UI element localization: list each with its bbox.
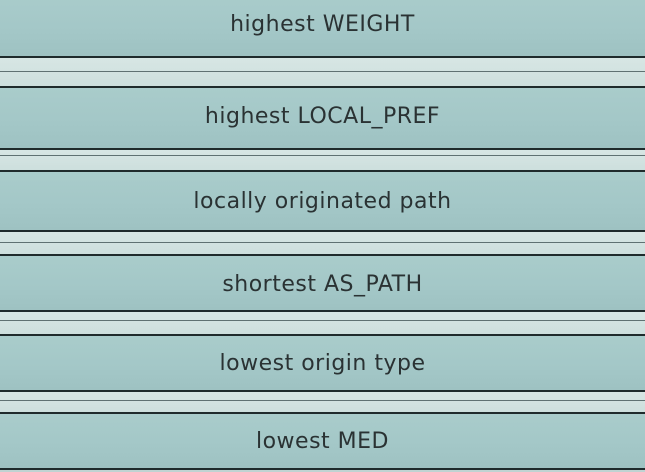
step-label: lowest MED [255, 429, 389, 454]
row-separator [0, 58, 645, 86]
separator-line [0, 155, 645, 156]
row-separator [0, 232, 645, 254]
step-row: locally originated path [0, 170, 645, 232]
separator-line [0, 71, 645, 72]
step-label: lowest origin type [219, 351, 426, 376]
row-separator [0, 150, 645, 170]
step-row: highest LOCAL_PREF [0, 86, 645, 150]
step-label: shortest AS_PATH [222, 272, 423, 297]
row-separator [0, 312, 645, 334]
step-label: highest WEIGHT [230, 12, 415, 37]
separator-line [0, 400, 645, 401]
separator-line [0, 242, 645, 243]
step-label: highest LOCAL_PREF [204, 104, 441, 129]
step-row: shortest AS_PATH [0, 254, 645, 312]
separator-line [0, 320, 645, 321]
row-separator [0, 392, 645, 412]
step-label: locally originated path [193, 189, 452, 214]
step-row: highest WEIGHT [0, 0, 645, 58]
step-row: lowest origin type [0, 334, 645, 392]
step-row: lowest MED [0, 412, 645, 470]
